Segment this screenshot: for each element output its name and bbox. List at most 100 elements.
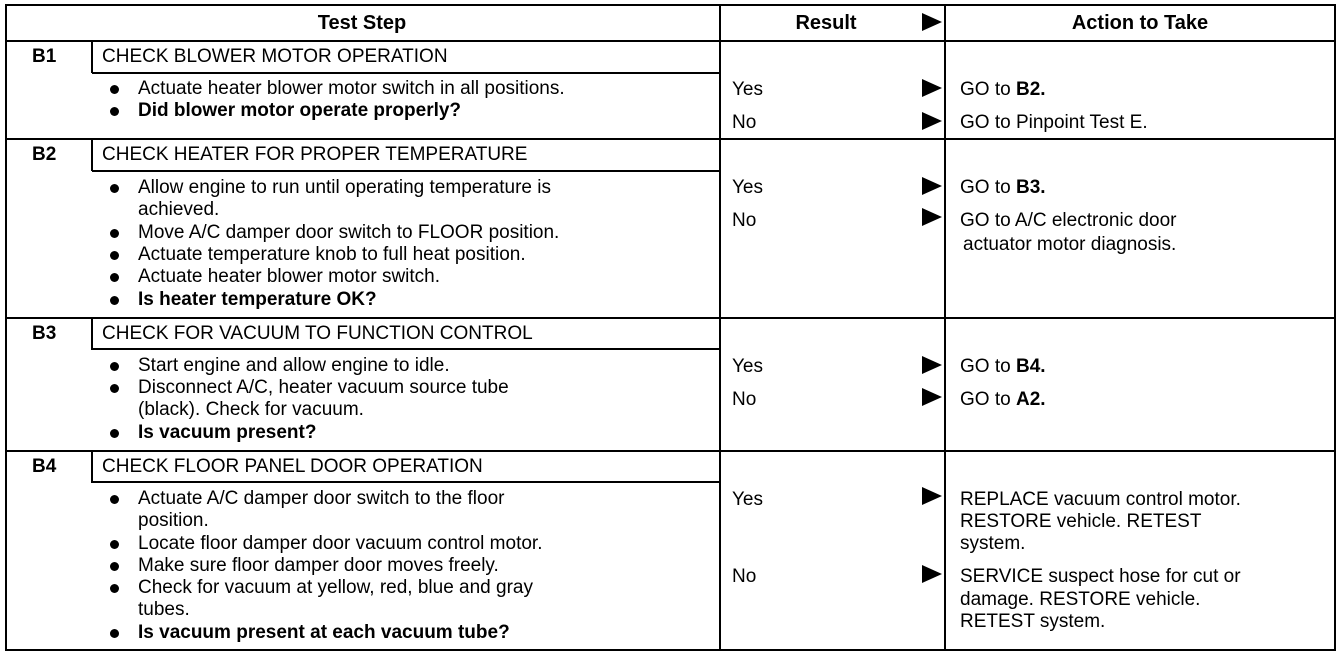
step-instruction: Allow engine to run until operating temp… bbox=[138, 177, 551, 198]
bullet-icon bbox=[110, 251, 119, 260]
section-rule bbox=[5, 138, 1336, 140]
bullet-icon bbox=[110, 229, 119, 238]
action-target: B2. bbox=[1015, 79, 1046, 100]
result-yes: Yes bbox=[732, 356, 763, 377]
action-text: GO to B4. bbox=[960, 356, 1046, 378]
result-no: No bbox=[732, 210, 757, 231]
arrow-icon bbox=[922, 79, 942, 97]
title-rule bbox=[92, 481, 720, 483]
arrow-icon bbox=[922, 388, 942, 406]
bullet-icon bbox=[110, 584, 119, 593]
title-rule bbox=[92, 72, 720, 74]
step-id: B4 bbox=[32, 456, 57, 477]
action-target: B4. bbox=[1015, 356, 1046, 377]
bullet-icon bbox=[110, 540, 119, 549]
step-instruction-cont: tubes. bbox=[138, 599, 190, 620]
action-text-cont: RETEST system. bbox=[960, 611, 1106, 632]
result-no: No bbox=[732, 389, 757, 410]
id-divider bbox=[91, 40, 93, 73]
result-yes: Yes bbox=[732, 79, 763, 100]
bullet-icon bbox=[110, 362, 119, 371]
bullet-icon bbox=[110, 562, 119, 571]
arrow-icon bbox=[922, 208, 942, 226]
arrow-icon bbox=[922, 13, 942, 31]
header-test-step: Test Step bbox=[317, 12, 407, 34]
bullet-icon bbox=[110, 85, 119, 94]
action-plain: GO to bbox=[960, 177, 1016, 198]
step-instruction: Actuate temperature knob to full heat po… bbox=[138, 244, 526, 265]
bullet-icon bbox=[110, 384, 119, 393]
border-bottom bbox=[5, 649, 1336, 651]
action-target: B3. bbox=[1015, 177, 1046, 198]
arrow-icon bbox=[922, 356, 942, 374]
step-question: Is vacuum present? bbox=[138, 422, 317, 443]
border-left bbox=[5, 4, 7, 651]
bullet-icon bbox=[110, 429, 119, 438]
action-target: A2. bbox=[1015, 389, 1046, 410]
step-instruction-cont: (black). Check for vacuum. bbox=[138, 399, 364, 420]
id-divider bbox=[91, 450, 93, 483]
bullet-icon bbox=[110, 273, 119, 282]
arrow-icon bbox=[922, 112, 942, 130]
step-instruction: Make sure floor damper door moves freely… bbox=[138, 555, 499, 576]
step-instruction: Disconnect A/C, heater vacuum source tub… bbox=[138, 377, 509, 398]
bullet-icon bbox=[110, 296, 119, 305]
step-id: B3 bbox=[32, 323, 57, 344]
step-question: Did blower motor operate properly? bbox=[138, 100, 462, 121]
action-text: REPLACE vacuum control motor. bbox=[960, 489, 1241, 510]
title-rule bbox=[92, 170, 720, 172]
step-title: CHECK FOR VACUUM TO FUNCTION CONTROL bbox=[102, 323, 533, 344]
bullet-icon bbox=[110, 495, 119, 504]
result-no: No bbox=[732, 112, 757, 133]
action-text: SERVICE suspect hose for cut or bbox=[960, 566, 1241, 587]
step-instruction: Actuate A/C damper door switch to the fl… bbox=[138, 488, 505, 509]
bullet-icon bbox=[110, 629, 119, 638]
action-text: GO to B2. bbox=[960, 79, 1046, 101]
action-text: GO to B3. bbox=[960, 177, 1046, 199]
section-rule bbox=[5, 317, 1336, 319]
action-text: GO to A2. bbox=[960, 389, 1046, 411]
action-plain: GO to bbox=[960, 356, 1016, 377]
action-plain: GO to bbox=[960, 79, 1016, 100]
step-question: Is heater temperature OK? bbox=[138, 289, 377, 310]
step-instruction: Check for vacuum at yellow, red, blue an… bbox=[138, 577, 533, 598]
border-right bbox=[1334, 4, 1336, 651]
action-text-cont: damage. RESTORE vehicle. bbox=[960, 589, 1201, 610]
action-text: GO to Pinpoint Test E. bbox=[960, 112, 1148, 133]
header-rule bbox=[5, 40, 1336, 42]
result-no: No bbox=[732, 566, 757, 587]
arrow-icon bbox=[922, 565, 942, 583]
action-text-cont: actuator motor diagnosis. bbox=[963, 234, 1177, 255]
bullet-icon bbox=[110, 107, 119, 116]
id-divider bbox=[91, 138, 93, 171]
arrow-icon bbox=[922, 177, 942, 195]
bullet-icon bbox=[110, 184, 119, 193]
step-instruction: Actuate heater blower motor switch. bbox=[138, 266, 441, 287]
action-text-cont: system. bbox=[960, 533, 1026, 554]
step-title: CHECK FLOOR PANEL DOOR OPERATION bbox=[102, 456, 483, 477]
arrow-icon bbox=[922, 487, 942, 505]
section-rule bbox=[5, 450, 1336, 452]
header-action: Action to Take bbox=[1071, 12, 1209, 34]
result-yes: Yes bbox=[732, 489, 763, 510]
step-title: CHECK HEATER FOR PROPER TEMPERATURE bbox=[102, 144, 528, 165]
step-instruction-cont: position. bbox=[138, 510, 209, 531]
title-rule bbox=[92, 348, 720, 350]
step-instruction: Start engine and allow engine to idle. bbox=[138, 355, 450, 376]
action-text-cont: RESTORE vehicle. RETEST bbox=[960, 511, 1202, 532]
step-instruction: Locate floor damper door vacuum control … bbox=[138, 533, 543, 554]
step-instruction-cont: achieved. bbox=[138, 199, 220, 220]
action-text: GO to A/C electronic door bbox=[960, 210, 1177, 231]
step-id: B2 bbox=[32, 144, 57, 165]
step-question: Is vacuum present at each vacuum tube? bbox=[138, 622, 510, 643]
divider-result bbox=[719, 4, 721, 651]
step-id: B1 bbox=[32, 46, 57, 67]
id-divider bbox=[91, 317, 93, 350]
step-instruction: Actuate heater blower motor switch in al… bbox=[138, 78, 565, 99]
result-yes: Yes bbox=[732, 177, 763, 198]
action-plain: GO to bbox=[960, 389, 1016, 410]
header-result: Result bbox=[795, 12, 857, 34]
step-title: CHECK BLOWER MOTOR OPERATION bbox=[102, 46, 448, 67]
border-top bbox=[5, 4, 1336, 6]
divider-action bbox=[944, 4, 946, 651]
